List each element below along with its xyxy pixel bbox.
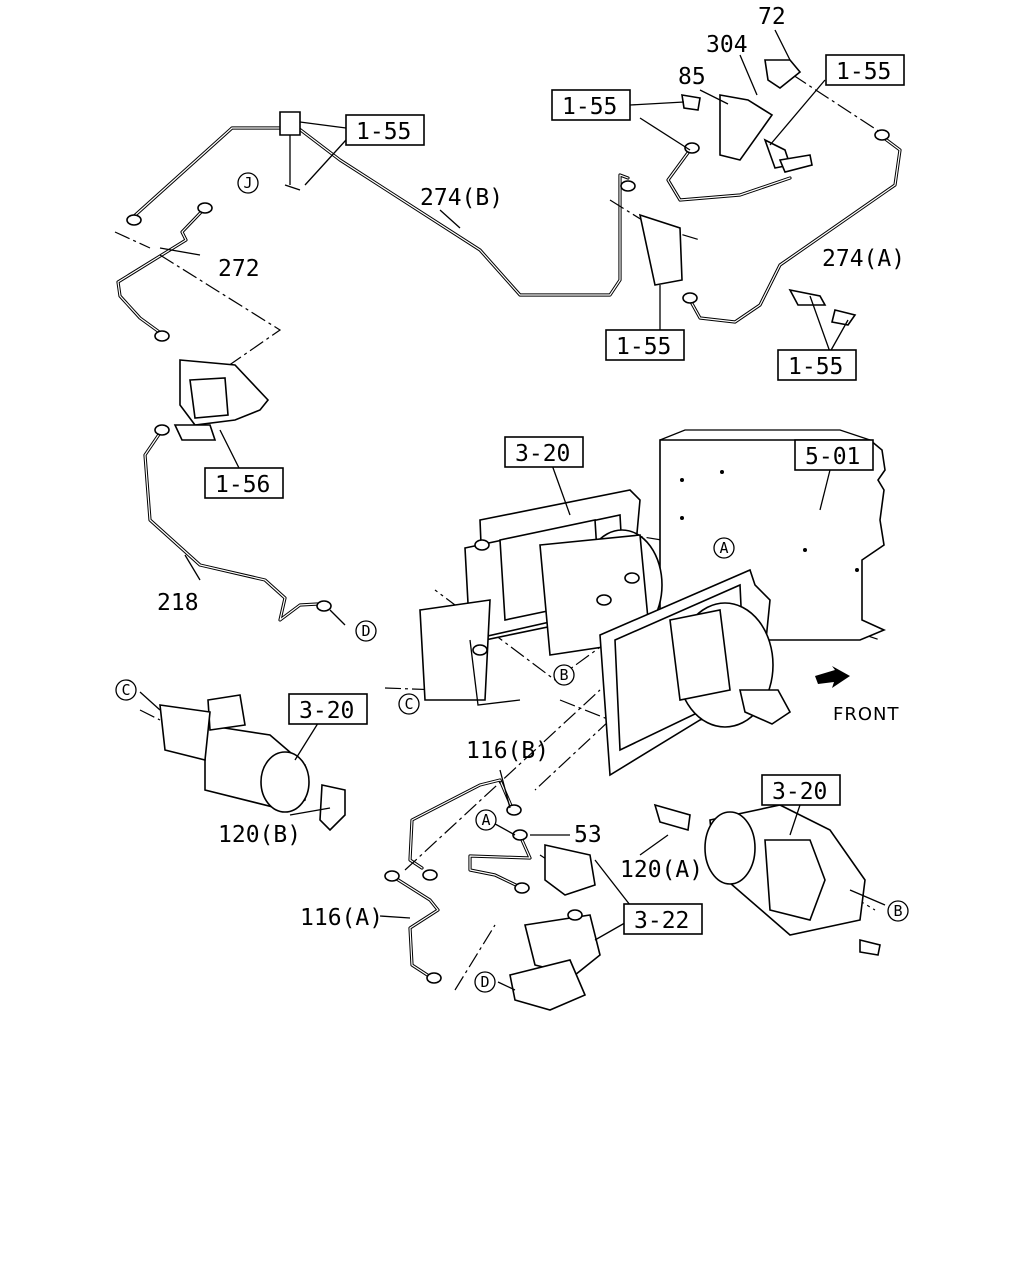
connector-c-mid: C <box>398 693 420 715</box>
svg-text:C: C <box>404 695 413 713</box>
svg-text:1-55: 1-55 <box>562 94 617 120</box>
reference-boxes: 1-55 1-55 1-55 1-55 1-55 1-56 3-20 5-01 <box>204 54 905 935</box>
svg-text:3-20: 3-20 <box>772 779 827 805</box>
connector-d-bottom: D <box>474 971 496 993</box>
label-116a: 116(A) <box>300 905 383 931</box>
svg-text:1-55: 1-55 <box>788 354 843 380</box>
ref-box-1-56[interactable]: 1-56 <box>204 467 284 499</box>
svg-text:1-56: 1-56 <box>215 472 270 498</box>
ref-box-5-01[interactable]: 5-01 <box>794 439 874 471</box>
connector-b-right: B <box>887 900 909 922</box>
bolt-upper-left <box>279 111 301 191</box>
label-120a: 120(A) <box>620 857 703 883</box>
svg-text:B: B <box>893 902 902 920</box>
ref-box-1-55-right[interactable]: 1-55 <box>777 349 857 381</box>
ref-box-3-20-top[interactable]: 3-20 <box>504 436 584 468</box>
connector-a-top: A <box>713 537 735 559</box>
air-tank-right-cartridge <box>653 803 881 956</box>
small-fittings <box>126 129 890 984</box>
connector-d-left: D <box>355 620 377 642</box>
ref-box-3-20-left[interactable]: 3-20 <box>288 693 368 725</box>
svg-text:C: C <box>121 681 130 699</box>
svg-text:B: B <box>559 666 568 684</box>
part-labels: 72 304 85 274(B) 274(A) 272 218 116(B) 1… <box>157 4 905 931</box>
ref-box-1-55-top-left[interactable]: 1-55 <box>345 114 425 146</box>
svg-text:A: A <box>481 811 490 829</box>
label-274a: 274(A) <box>822 246 905 272</box>
svg-text:3-20: 3-20 <box>299 698 354 724</box>
label-72: 72 <box>758 4 786 30</box>
label-274b: 274(B) <box>420 185 503 211</box>
label-272: 272 <box>218 256 260 282</box>
svg-text:1-55: 1-55 <box>616 334 671 360</box>
label-218: 218 <box>157 590 199 616</box>
connector-markers: J D A C C B A B <box>115 172 909 993</box>
ref-box-3-20-right[interactable]: 3-20 <box>761 774 841 806</box>
svg-text:J: J <box>243 174 252 192</box>
svg-text:3-20: 3-20 <box>515 441 570 467</box>
ref-box-1-55-center[interactable]: 1-55 <box>605 329 685 361</box>
ref-box-1-55-left-mid[interactable]: 1-55 <box>551 89 631 121</box>
label-304: 304 <box>706 32 748 58</box>
connector-a-bottom: A <box>475 809 497 831</box>
connector-c-left: C <box>115 679 137 701</box>
connector-b-mid: B <box>553 664 575 686</box>
svg-text:5-01: 5-01 <box>805 444 860 470</box>
svg-text:D: D <box>361 622 370 640</box>
connector-j: J <box>237 172 259 194</box>
leader-lines <box>139 29 886 991</box>
ref-box-3-22[interactable]: 3-22 <box>623 903 703 935</box>
ref-box-1-55-top-right[interactable]: 1-55 <box>825 54 905 86</box>
bracket-upper-right <box>638 59 857 326</box>
svg-text:3-22: 3-22 <box>634 908 689 934</box>
label-120b: 120(B) <box>218 822 301 848</box>
label-116b: 116(B) <box>466 738 549 764</box>
svg-text:A: A <box>719 539 728 557</box>
valve-assembly-left <box>173 359 270 441</box>
air-tank-bracket-right <box>599 568 792 777</box>
front-arrow-icon <box>815 666 850 688</box>
valve-assembly-bottom <box>509 844 601 1011</box>
label-85: 85 <box>678 64 706 90</box>
svg-text:D: D <box>480 973 489 991</box>
brake-pipes <box>116 126 902 980</box>
label-53: 53 <box>574 822 602 848</box>
svg-text:1-55: 1-55 <box>356 119 411 145</box>
svg-text:1-55: 1-55 <box>836 59 891 85</box>
front-label: FRONT <box>833 704 900 725</box>
air-tank-left-cartridge <box>159 694 346 832</box>
